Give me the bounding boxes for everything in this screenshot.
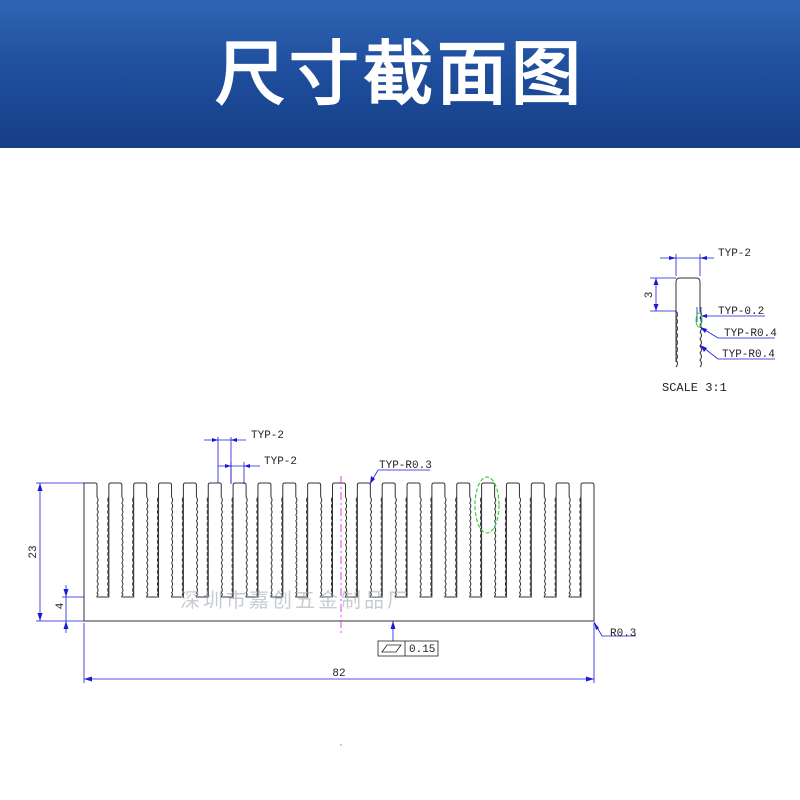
fin-tip-radius-leader	[369, 469, 430, 485]
fin-serration	[430, 496, 433, 597]
fin-serration	[256, 496, 259, 597]
flatness-symbol-icon	[381, 644, 402, 653]
detail-tip-height-dimension	[650, 277, 676, 312]
watermark-text: 深圳市嘉创五金制品厂	[180, 588, 410, 612]
overall-width-label: 82	[332, 668, 345, 680]
fin-serration	[504, 496, 508, 597]
overall-height-dimension	[36, 482, 84, 622]
detail-serration-radius-1-leader	[699, 326, 775, 339]
fin-serration	[107, 496, 110, 597]
fin-serration	[281, 496, 284, 597]
fin-serration	[231, 496, 234, 597]
detail-highlight-marker	[695, 312, 703, 328]
detail-serration-radius-2-label: TYP-R0.4	[722, 349, 775, 361]
detail-fin-width-dimension	[660, 254, 714, 276]
fin-serration	[181, 496, 185, 597]
fin-serration	[330, 496, 334, 597]
fin-serration	[132, 496, 135, 597]
fin-serration	[554, 496, 557, 597]
detail-serration-depth-label: TYP-0.2	[718, 306, 764, 318]
fin-serration	[206, 496, 209, 597]
fin-gap-dimension	[218, 462, 260, 484]
base-thickness-label: 4	[55, 602, 67, 609]
base-thickness-dimension	[62, 585, 84, 633]
fin-serration	[380, 496, 383, 597]
fin-thickness-label: TYP-2	[251, 430, 284, 442]
fin-serration	[480, 496, 483, 597]
detail-fin-outline	[675, 277, 702, 368]
fin-serration	[306, 496, 309, 597]
overall-width-dimension	[83, 623, 595, 683]
flatness-tolerance-frame	[377, 621, 439, 657]
fin-serration	[156, 496, 160, 597]
fin-serration	[579, 496, 582, 597]
overall-height-label: 23	[28, 545, 40, 558]
fin-gap-label: TYP-2	[264, 456, 297, 468]
detail-view: TYP-2 3 TYP-0.2 TYP-R0.4 TYP-R0.4	[644, 248, 777, 395]
fin-serration	[529, 496, 533, 597]
header-banner: 尺寸截面图	[0, 0, 800, 148]
fin-tip-radius-label: TYP-R0.3	[379, 460, 432, 472]
fin-serration	[405, 496, 408, 597]
fin-thickness-dimension	[204, 437, 246, 483]
detail-highlight-ellipse	[474, 476, 500, 534]
page-title: 尺寸截面图	[215, 33, 585, 115]
detail-fin-width-label: TYP-2	[718, 248, 751, 260]
base-corner-radius-label: R0.3	[610, 628, 636, 640]
detail-scale-label: SCALE 3:1	[662, 381, 727, 395]
fin-serration	[355, 496, 359, 597]
detail-serration-radius-1-label: TYP-R0.4	[724, 328, 777, 340]
detail-tip-height-label: 3	[644, 292, 656, 299]
base-corner-radius-leader	[593, 621, 636, 637]
fin-serration	[455, 496, 458, 597]
detail-fin-inner-serration	[675, 310, 678, 368]
heatsink-outline	[83, 482, 595, 622]
flatness-tolerance-label: 0.15	[409, 644, 435, 656]
heatsink-profile	[83, 482, 595, 622]
detail-serration-radius-2-leader	[699, 344, 775, 360]
